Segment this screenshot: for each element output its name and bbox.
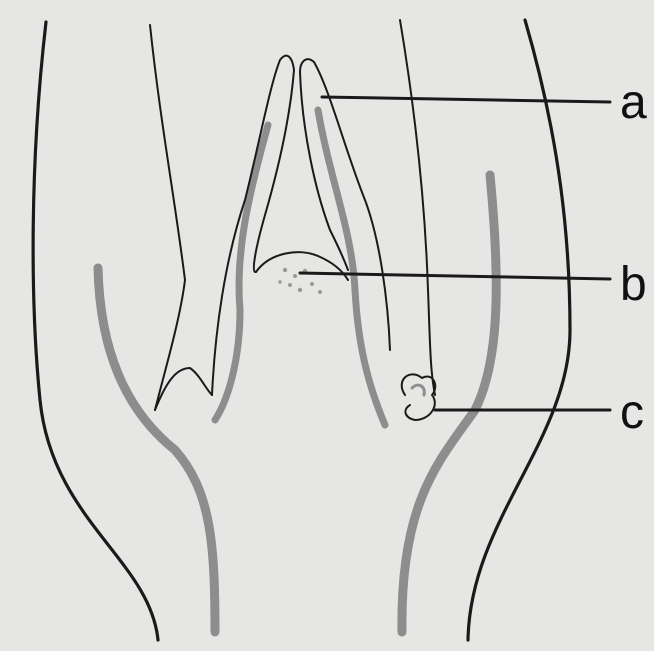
leaf-primordium-right-inner [300, 72, 348, 270]
axillary-bud-inner [412, 385, 424, 395]
outer-stem-right-outline [468, 20, 570, 640]
leaf-primordium-left-outline [212, 56, 294, 395]
apical-dome-outline [256, 252, 348, 280]
young-leaf-left-outline [150, 25, 185, 410]
label-b: b [620, 258, 647, 311]
axillary-bud-outline [402, 374, 436, 420]
leaf-primordium-left-shading [215, 125, 268, 420]
label-a: a [620, 76, 647, 129]
leaf-primordium-right-shading [318, 110, 385, 425]
vascular-strand-left [98, 268, 215, 632]
leaf-primordium-right-outline [300, 59, 390, 350]
leader-line-a [322, 97, 610, 102]
outer-stem-left-outline [33, 22, 158, 640]
young-leaf-right-outline [400, 20, 435, 395]
label-c: c [620, 386, 644, 439]
